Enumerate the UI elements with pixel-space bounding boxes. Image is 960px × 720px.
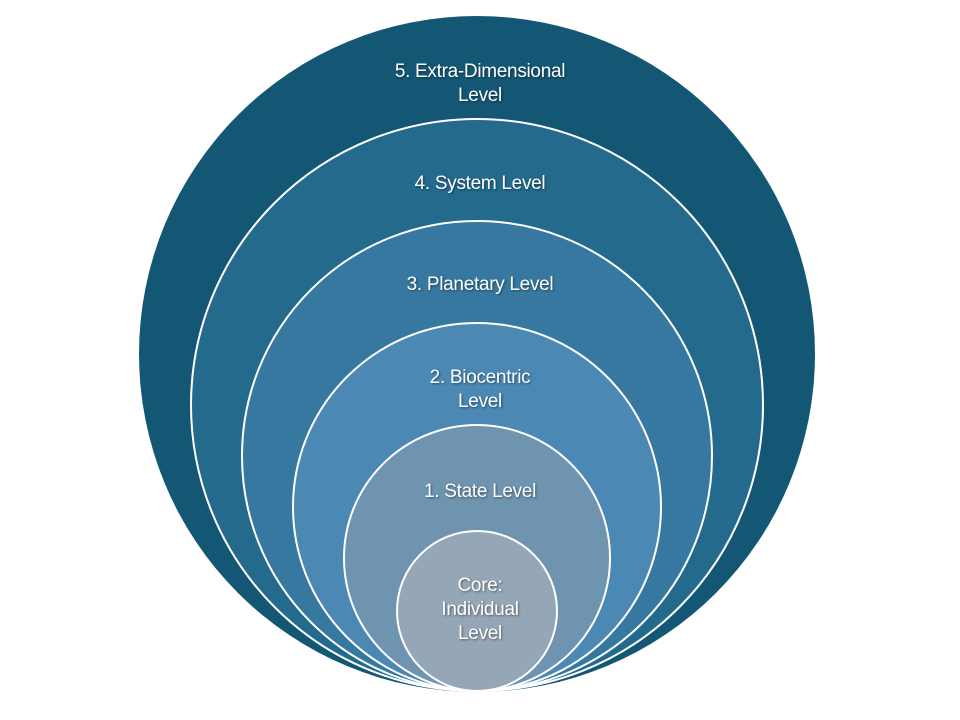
- label-level-2: 2. Biocentric Level: [429, 367, 531, 412]
- label-level-5: 5. Extra-Dimensional Level: [394, 61, 566, 106]
- label-level-1: 1. State Level: [424, 481, 536, 502]
- circle-core: [396, 530, 558, 692]
- label-core: Core: Individual Level: [441, 575, 519, 644]
- label-level-4: 4. System Level: [414, 173, 546, 194]
- label-level-3: 3. Planetary Level: [406, 274, 554, 295]
